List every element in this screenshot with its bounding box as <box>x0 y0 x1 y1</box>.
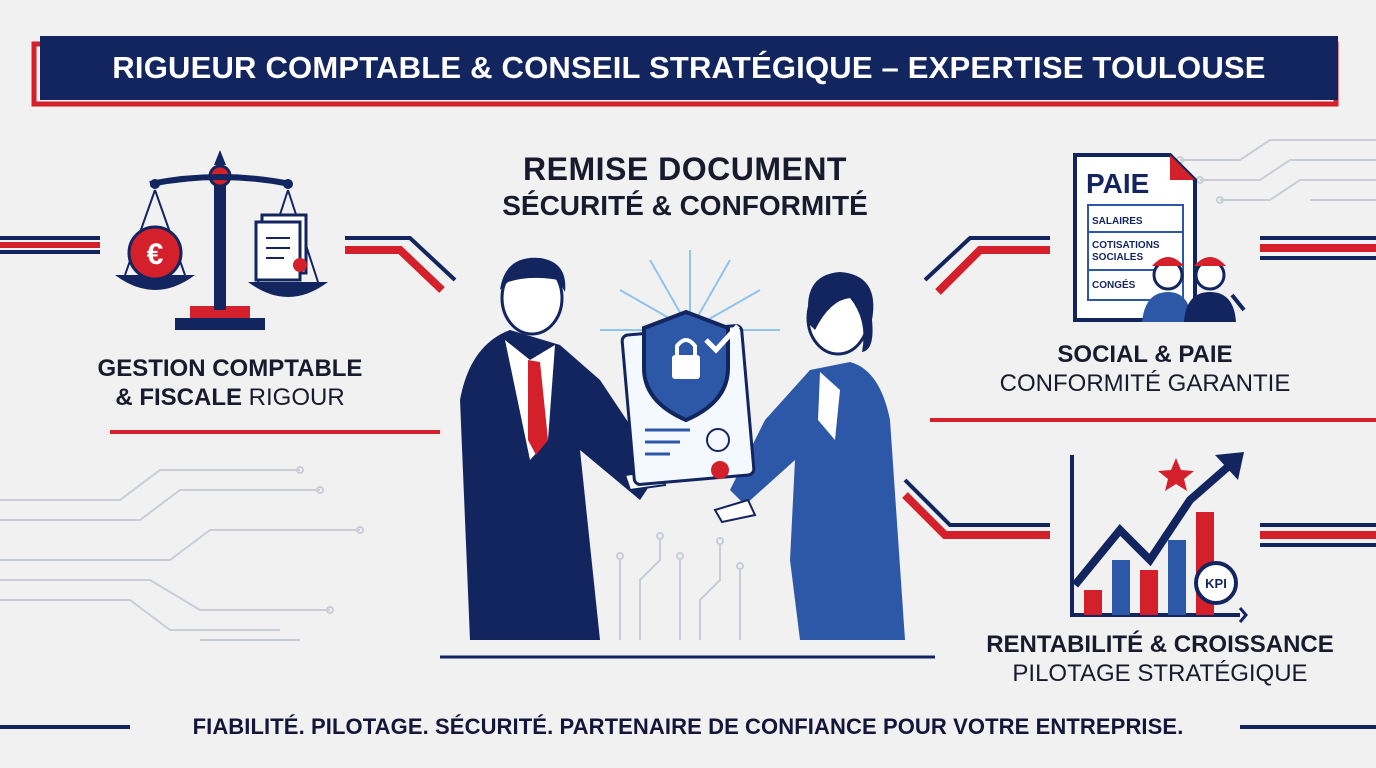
scales-icon <box>115 150 328 330</box>
kpi-label: KPI <box>1205 576 1227 591</box>
workers-icon <box>1142 257 1246 322</box>
payroll-row-1: SALAIRES <box>1092 216 1143 227</box>
payroll-row-3: SOCIALES <box>1092 252 1144 263</box>
circuit-lines-left <box>0 466 364 641</box>
kpi-badge <box>1194 561 1238 605</box>
payroll-doc-title: PAIE <box>1086 168 1150 199</box>
center-title-line1: REMISE DOCUMENT <box>523 151 847 187</box>
growth-line1: RENTABILITÉ & CROISSANCE <box>986 631 1334 658</box>
header-title: RIGUEUR COMPTABLE & CONSEIL STRATÉGIQUE … <box>112 50 1266 85</box>
glow-rays <box>600 250 780 331</box>
payroll-row-4: CONGÉS <box>1092 280 1136 291</box>
growth-label: RENTABILITÉ & CROISSANCE PILOTAGE STRATÉ… <box>960 630 1360 689</box>
left-line1: GESTION COMPTABLE <box>97 355 363 382</box>
secure-document-icon <box>620 309 756 486</box>
ribbon-right-top <box>923 236 1376 422</box>
businessman-figure <box>460 257 667 640</box>
center-heading: REMISE DOCUMENT SÉCURITÉ & CONFORMITÉ <box>450 150 920 223</box>
center-title-line2: SÉCURITÉ & CONFORMITÉ <box>502 190 868 222</box>
payroll-row-2: COTISATIONS <box>1092 240 1160 251</box>
circuit-lines-center <box>616 532 744 640</box>
euro-icon: € <box>147 238 164 271</box>
header-banner: RIGUEUR COMPTABLE & CONSEIL STRATÉGIQUE … <box>40 36 1338 100</box>
ribbon-left <box>0 236 457 434</box>
social-line1: SOCIAL & PAIE <box>1057 341 1233 368</box>
social-line2: CONFORMITÉ GARANTIE <box>999 370 1291 398</box>
businesswoman-figure <box>713 272 905 640</box>
footer-tagline: FIABILITÉ. PILOTAGE. SÉCURITÉ. PARTENAIR… <box>192 714 1184 739</box>
footer-lines <box>0 655 1376 729</box>
left-line2-light: RIGOUR <box>248 384 345 412</box>
ribbon-right-bottom <box>902 478 1376 547</box>
left-section-label: GESTION COMPTABLE & FISCALE RIGOUR <box>70 354 390 413</box>
left-line2-bold: & FISCALE <box>115 384 242 412</box>
circuit-lines-right <box>1176 139 1376 204</box>
growth-line2: PILOTAGE STRATÉGIQUE <box>1012 660 1308 688</box>
social-paie-label: SOCIAL & PAIE CONFORMITÉ GARANTIE <box>980 340 1310 399</box>
